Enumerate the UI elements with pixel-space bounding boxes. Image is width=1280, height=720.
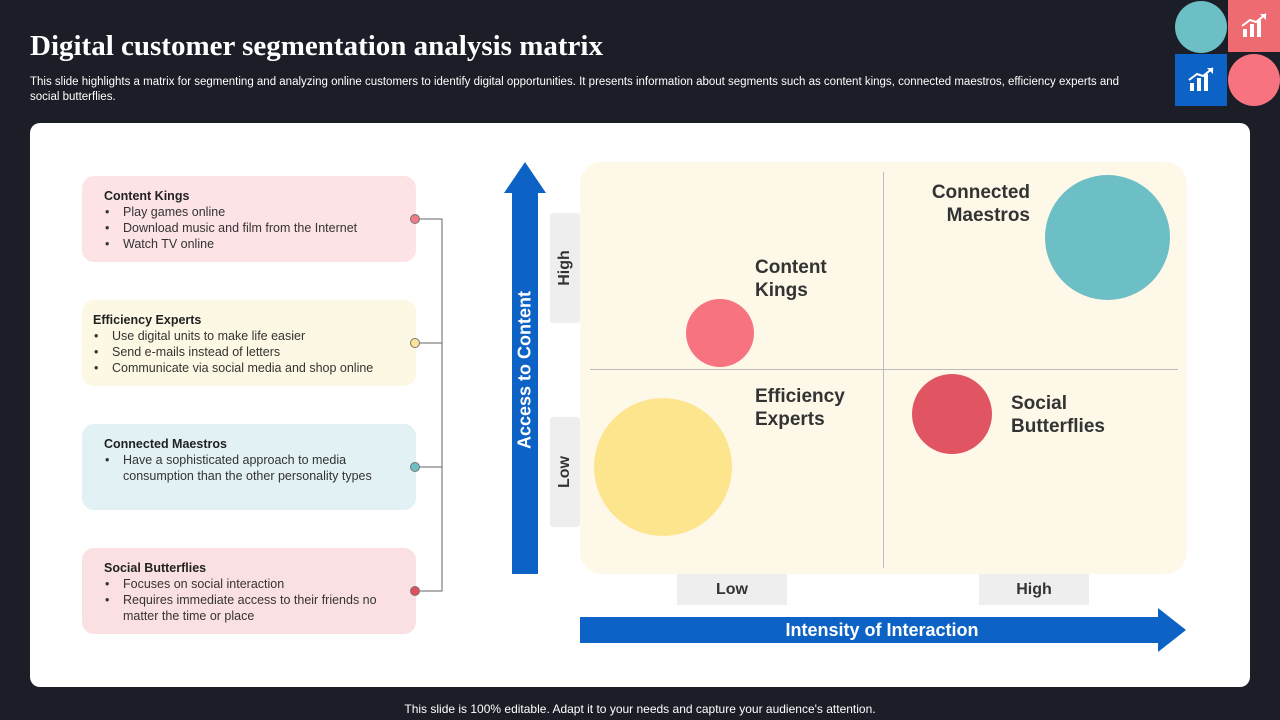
- segment-title: Efficiency Experts: [93, 313, 202, 327]
- bullet: Send e-mails instead of letters: [93, 344, 402, 360]
- growth-chart-icon: [1241, 13, 1267, 37]
- y-tick-low-label: Low: [556, 456, 573, 488]
- segment-bullets: Play games online Download music and fil…: [104, 204, 402, 252]
- connector-dot-connected-maestros: [410, 462, 420, 472]
- footer-note: This slide is 100% editable. Adapt it to…: [404, 702, 876, 716]
- bullet: Download music and film from the Interne…: [104, 220, 402, 236]
- bullet: Watch TV online: [104, 236, 402, 252]
- bullet: Focuses on social interaction: [104, 576, 402, 592]
- matrix-vertical-divider: [883, 172, 884, 568]
- decor-coral-square: [1228, 0, 1280, 52]
- page-subtitle: This slide highlights a matrix for segme…: [30, 76, 1120, 103]
- decor-blue-square: [1175, 54, 1227, 106]
- growth-chart-icon: [1188, 67, 1214, 91]
- quadrant-label-connected-maestros: Connected Maestros: [931, 182, 1030, 226]
- bubble-content-kings: [686, 299, 754, 367]
- segment-title: Social Butterflies: [104, 561, 207, 575]
- quadrant-label-content-kings: Content Kings: [755, 257, 827, 301]
- bullet: Requires immediate access to their frien…: [104, 592, 383, 624]
- bubble-connected-maestros: [1045, 175, 1170, 300]
- decor-pink-circle: [1228, 54, 1280, 106]
- segment-box-content-kings: Content Kings Play games online Download…: [82, 176, 416, 262]
- segment-box-connected-maestros: Connected Maestros Have a sophisticated …: [82, 424, 416, 510]
- bubble-social-butterflies: [912, 374, 992, 454]
- segment-box-social-butterflies: Social Butterflies Focuses on social int…: [82, 548, 416, 634]
- matrix-horizontal-divider: [590, 369, 1178, 370]
- segment-bullets: Use digital units to make life easier Se…: [93, 328, 402, 376]
- connector-dot-content-kings: [410, 214, 420, 224]
- segment-bullets: Focuses on social interaction Requires i…: [104, 576, 402, 624]
- segment-title: Connected Maestros: [104, 437, 227, 451]
- y-tick-low: Low: [550, 417, 580, 527]
- segment-box-efficiency-experts: Efficiency Experts Use digital units to …: [82, 300, 416, 386]
- segment-title: Content Kings: [104, 189, 190, 203]
- quadrant-label-social-butterflies: Social Butterflies: [1011, 393, 1105, 437]
- quadrant-label-efficiency-experts: Efficiency Experts: [755, 386, 845, 430]
- connector-dot-social-butterflies: [410, 586, 420, 596]
- x-axis-arrow: [580, 608, 1186, 652]
- bullet: Communicate via social media and shop on…: [93, 360, 402, 376]
- bubble-efficiency-experts: [594, 398, 732, 536]
- x-tick-high: High: [979, 574, 1089, 605]
- x-tick-low: Low: [677, 574, 787, 605]
- connector-bracket: [415, 218, 443, 592]
- segment-bullets: Have a sophisticated approach to media c…: [104, 452, 402, 484]
- y-axis-arrow: [504, 162, 546, 574]
- bullet: Play games online: [104, 204, 402, 220]
- y-axis-label: Access to Content: [514, 290, 535, 450]
- bullet: Have a sophisticated approach to media c…: [104, 452, 393, 484]
- bullet: Use digital units to make life easier: [93, 328, 402, 344]
- page-title: Digital customer segmentation analysis m…: [30, 30, 603, 62]
- y-tick-high: High: [550, 213, 580, 323]
- connector-dot-efficiency-experts: [410, 338, 420, 348]
- x-axis-label: Intensity of Interaction: [785, 620, 979, 640]
- y-tick-high-label: High: [556, 250, 574, 286]
- decor-teal-circle: [1175, 1, 1227, 53]
